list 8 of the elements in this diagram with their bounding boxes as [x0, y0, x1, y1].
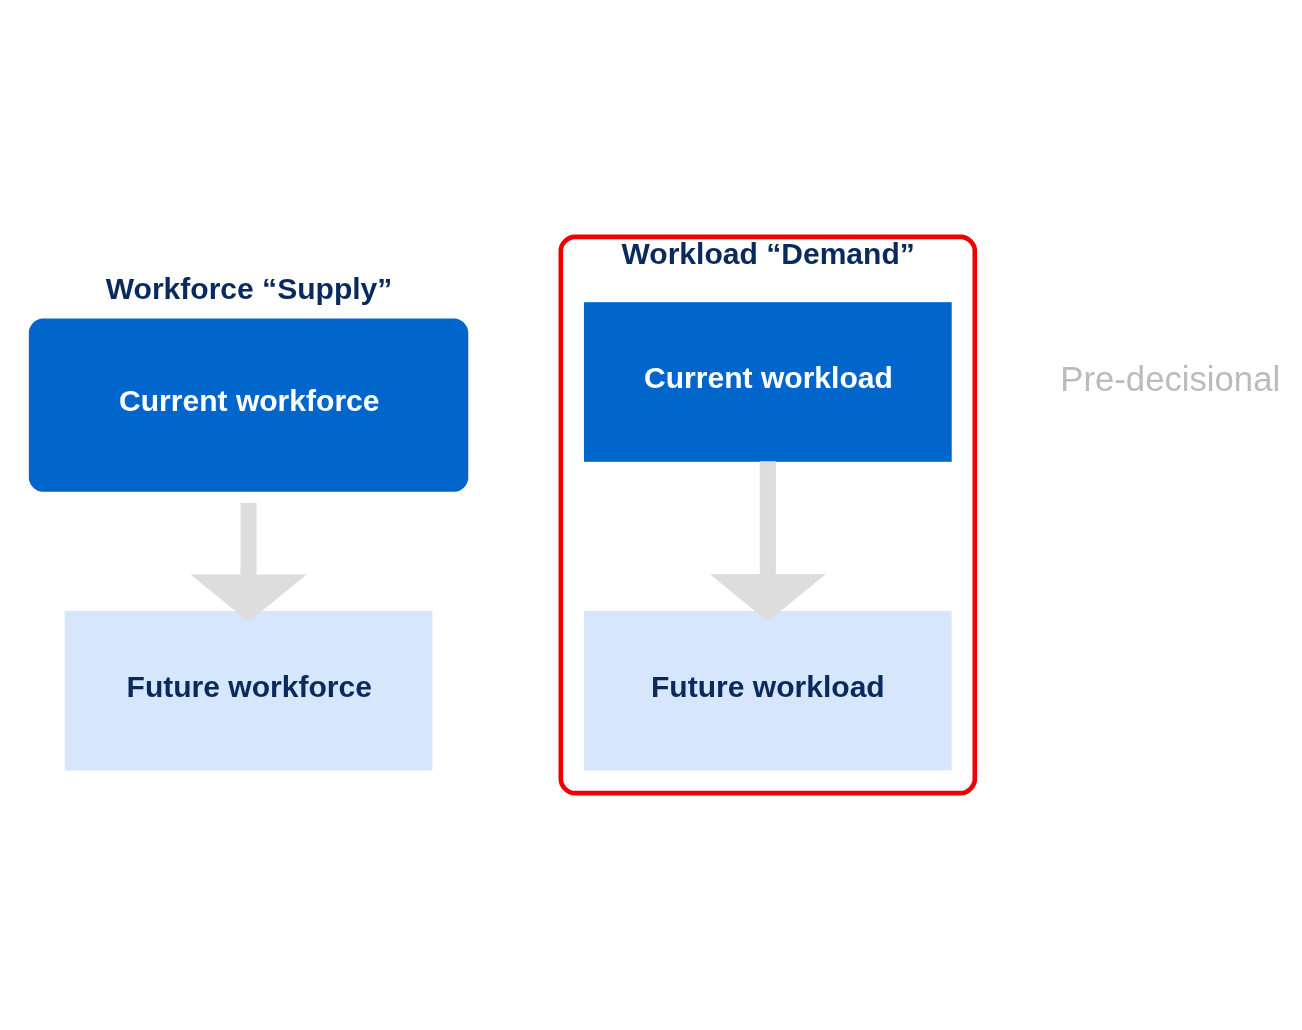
node-box: Current workload — [583, 302, 952, 462]
node-box: Future workforce — [64, 610, 433, 771]
arrow — [709, 461, 826, 622]
label: Pre-decisional — [1060, 359, 1281, 398]
node-box: Future workload — [583, 610, 952, 771]
node-label: Workforce “Supply” — [105, 271, 393, 305]
arrow — [190, 502, 307, 622]
node-box: Current workforce — [28, 318, 469, 492]
